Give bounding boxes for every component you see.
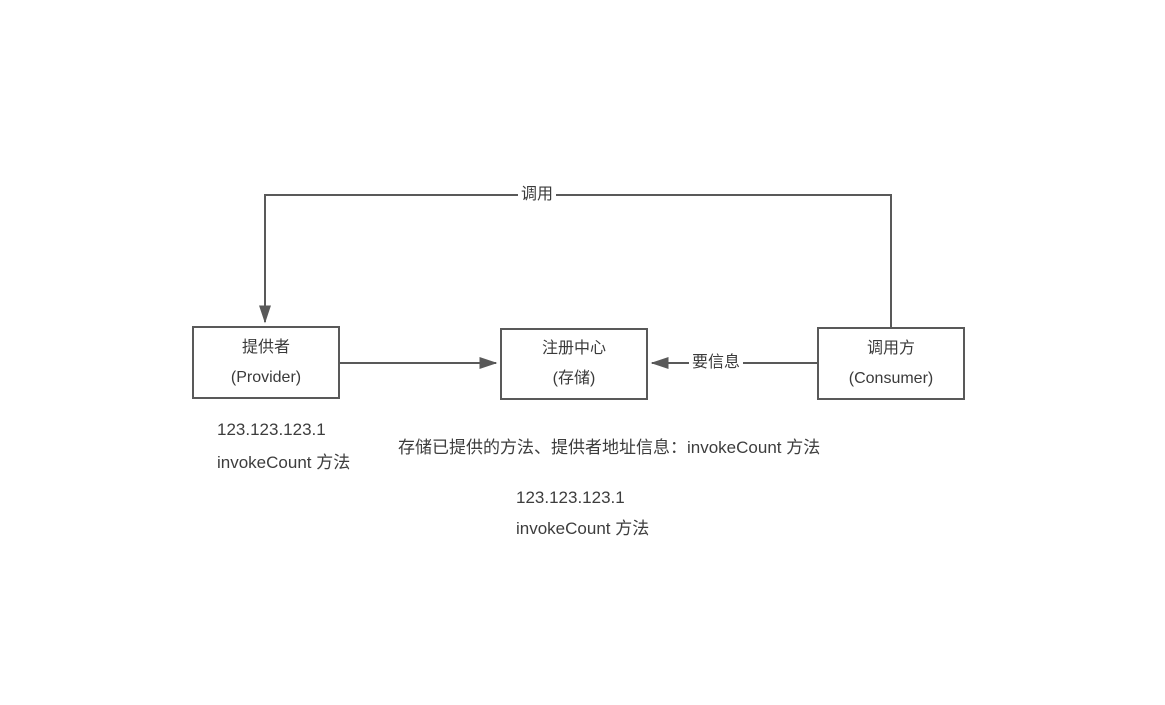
registry-stored-ip: 123.123.123.1 — [516, 488, 625, 507]
provider-address-note: 123.123.123.1 invokeCount 方法 — [217, 413, 350, 479]
provider-node: 提供者 (Provider) — [192, 326, 340, 399]
consumer-to-provider-arrow — [259, 194, 892, 327]
registry-stored-method: invokeCount 方法 — [516, 519, 650, 538]
request-edge-label: 要信息 — [688, 353, 744, 373]
consumer-node: 调用方 (Consumer) — [817, 327, 965, 400]
consumer-node-subtitle: (Consumer) — [848, 369, 934, 387]
consumer-node-name: 调用方 — [866, 339, 915, 357]
registry-node-name: 注册中心 — [541, 340, 606, 357]
provider-node-name: 提供者 — [241, 338, 290, 356]
provider-node-subtitle: (Provider) — [230, 368, 302, 386]
invoke-edge-label: 调用 — [517, 185, 557, 205]
provider-address-method: invokeCount 方法 — [217, 453, 351, 472]
registry-node: 注册中心 (存储) — [500, 328, 648, 400]
registry-node-subtitle: (存储) — [552, 370, 596, 387]
registry-stored-address-note: 123.123.123.1 invokeCount 方法 — [516, 482, 649, 544]
registry-storage-note: 存储已提供的方法、提供者地址信息：invokeCount 方法 — [398, 438, 821, 457]
provider-address-ip: 123.123.123.1 — [217, 420, 326, 439]
